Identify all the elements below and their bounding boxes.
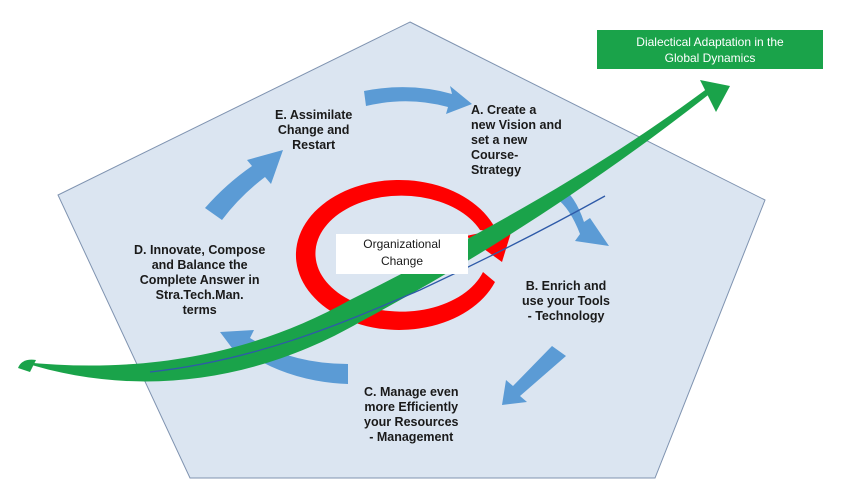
banner-line: Dialectical Adaptation in the (636, 34, 784, 49)
step-a-label: A. Create a new Vision and set a new Cou… (471, 103, 562, 178)
step-e-label: E. Assimilate Change and Restart (275, 108, 352, 153)
step-d-line: terms (182, 303, 217, 317)
step-b-line: use your Tools (522, 294, 610, 308)
organizational-change-label: Organizational Change (336, 234, 468, 274)
cycle-arrow-icon (502, 346, 566, 405)
step-e-line: Restart (292, 138, 336, 152)
step-b-line: - Technology (527, 309, 605, 323)
trend-arrow-head (700, 80, 730, 112)
step-c-line: - Management (369, 430, 454, 444)
step-e-line: Change and (277, 123, 350, 137)
step-a-line: set a new (471, 133, 528, 147)
step-a-line: Course- (471, 148, 519, 162)
center-line: Organizational (363, 237, 441, 251)
step-b-label: B. Enrich and use your Tools - Technolog… (522, 279, 610, 324)
step-a-line: new Vision and (471, 118, 562, 132)
step-c-line: C. Manage even (364, 385, 459, 399)
step-a-line: A. Create a (471, 103, 537, 117)
trend-line (149, 195, 606, 373)
step-d-label: D. Innovate, Compose and Balance the Com… (134, 243, 265, 318)
step-c-label: C. Manage even more Efficiently your Res… (364, 385, 458, 445)
step-d-line: D. Innovate, Compose (134, 243, 266, 257)
step-b-line: B. Enrich and (525, 279, 607, 293)
cycle-arrow-icon (364, 86, 472, 114)
trend-arrow-tail (18, 359, 36, 372)
step-d-line: Stra.Tech.Man. (155, 288, 244, 302)
step-d-line: and Balance the (151, 258, 248, 272)
step-e-line: E. Assimilate (275, 108, 353, 122)
step-c-line: your Resources (364, 415, 459, 429)
step-a-line: Strategy (471, 163, 522, 177)
cycle-arrow-icon (556, 186, 609, 246)
step-d-line: Complete Answer in (139, 273, 260, 287)
global-dynamics-banner: Dialectical Adaptation in the Global Dyn… (597, 30, 823, 69)
banner-line: Global Dynamics (664, 50, 756, 65)
cycle-arrow-icon (205, 150, 283, 220)
center-line: Change (380, 254, 424, 268)
step-c-line: more Efficiently (364, 400, 459, 414)
